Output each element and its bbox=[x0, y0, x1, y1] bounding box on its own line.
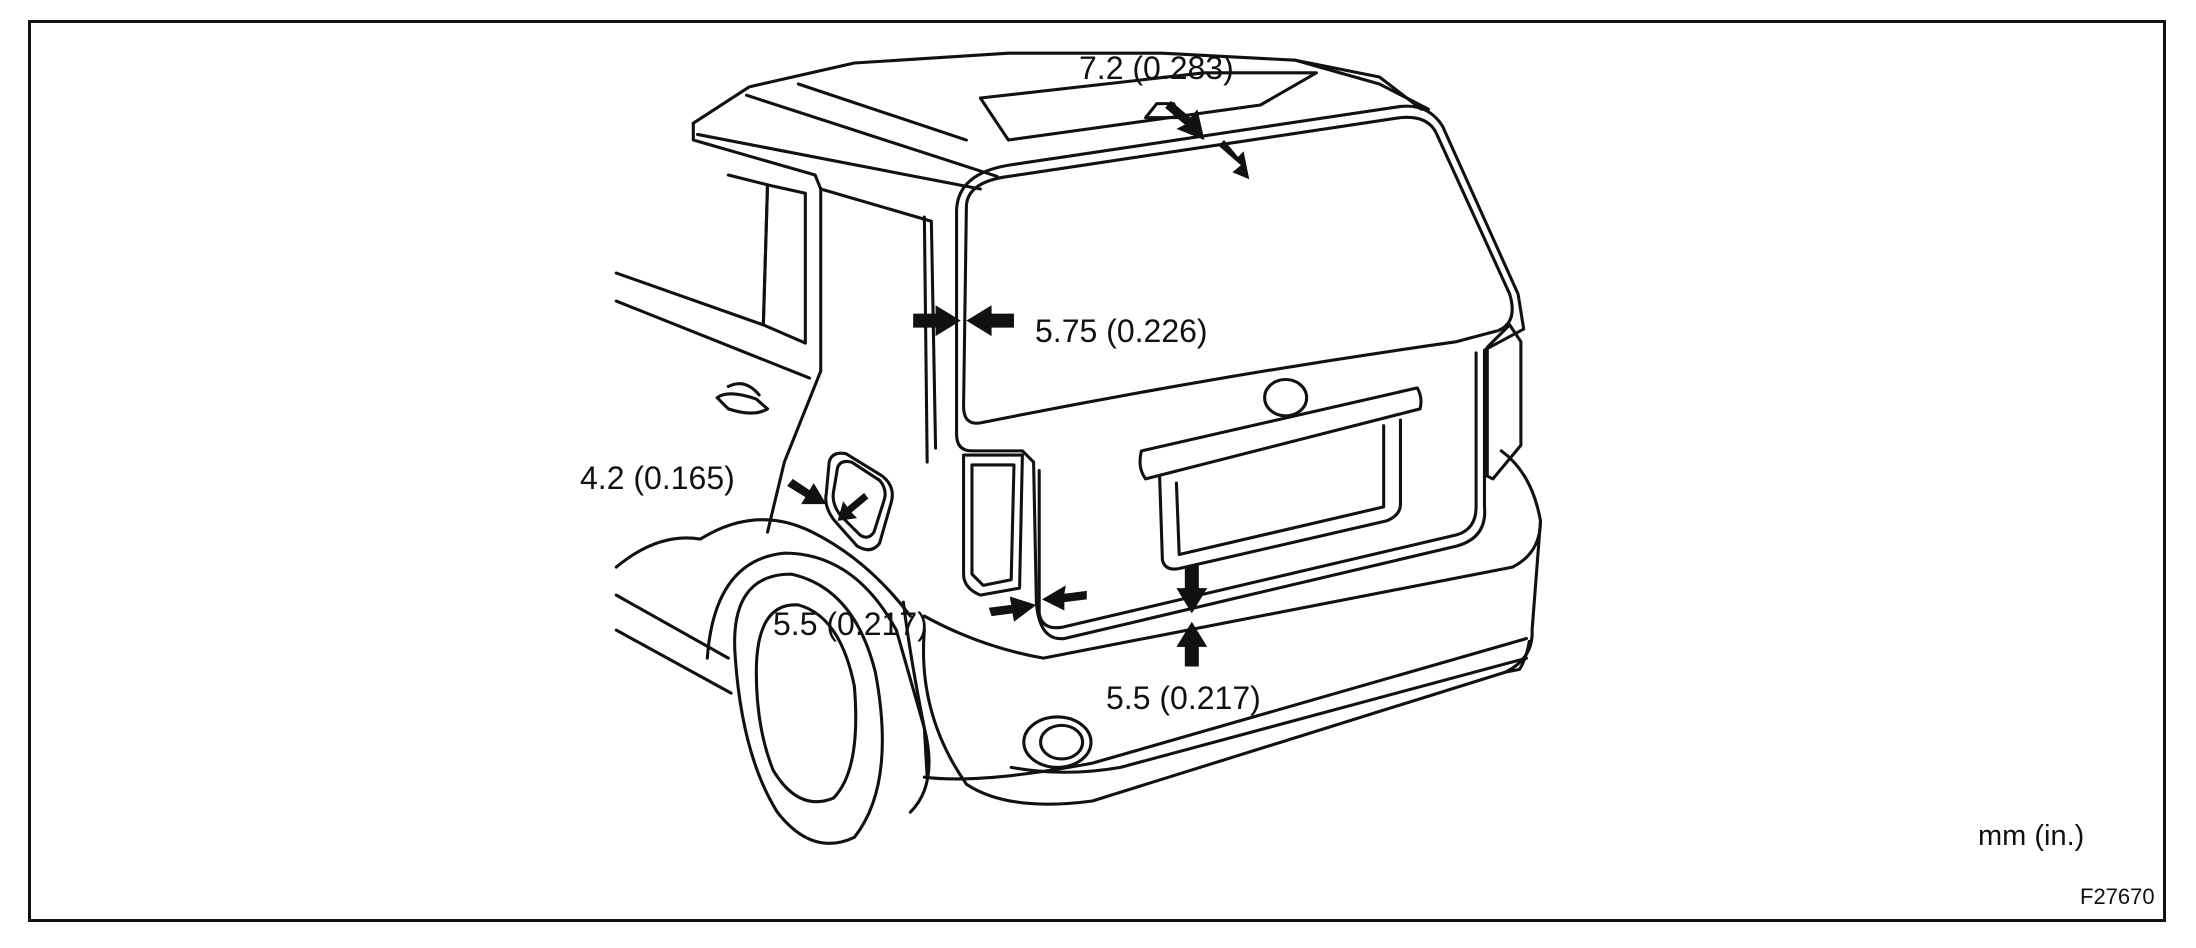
roof-right-rail bbox=[1293, 58, 1431, 111]
arrow-lower-left-inner bbox=[1041, 585, 1087, 611]
sunroof bbox=[978, 71, 1318, 142]
arrow-side-right bbox=[966, 305, 1014, 337]
figure-frame bbox=[28, 20, 2166, 922]
rear-door-window bbox=[614, 173, 770, 327]
dimension-label-top: 7.2 (0.283) bbox=[1079, 50, 1234, 86]
arrow-fuel-outer bbox=[787, 478, 827, 505]
dimension-label-side: 5.75 (0.226) bbox=[1035, 313, 1208, 349]
arrow-fuel-inner bbox=[837, 492, 869, 521]
door-handle bbox=[715, 392, 770, 415]
back-door-glass bbox=[962, 115, 1514, 425]
tire-outer bbox=[733, 572, 884, 845]
rear-emblem bbox=[1263, 377, 1309, 418]
c-pillar bbox=[819, 187, 938, 450]
bumper-chin bbox=[1503, 639, 1531, 674]
license-plate-recess bbox=[1158, 418, 1403, 571]
door-handle-recess bbox=[726, 382, 761, 397]
rear-reflector-inner bbox=[1039, 723, 1085, 761]
dimension-label-fuel-door: 4.2 (0.165) bbox=[580, 460, 735, 496]
units-label: mm (in.) bbox=[1978, 820, 2085, 852]
arrow-lower-left-outer bbox=[988, 596, 1037, 622]
roof-rail-left bbox=[695, 132, 982, 191]
arrow-bottom-lower bbox=[1176, 621, 1208, 667]
dimension-label-lower-left: 5.5 (0.217) bbox=[773, 606, 928, 642]
dimension-label-bottom: 5.5 (0.217) bbox=[1106, 680, 1261, 716]
arrow-side-left bbox=[913, 305, 961, 337]
tail-lamp-left bbox=[962, 453, 1024, 597]
rear-reflector-outer bbox=[1022, 715, 1093, 769]
tire-inner bbox=[754, 603, 858, 804]
tail-lamp-right bbox=[1485, 323, 1523, 481]
door-edge bbox=[765, 369, 823, 534]
arrow-top-outer bbox=[1165, 100, 1205, 141]
bumper-upper bbox=[922, 449, 1543, 660]
c-pillar-inner bbox=[922, 215, 929, 464]
arrow-bottom-upper bbox=[1176, 565, 1208, 614]
fuel-door-outer bbox=[824, 451, 894, 552]
side-lower bbox=[614, 628, 733, 695]
quarter-lower bbox=[901, 600, 929, 779]
license-plate-inner bbox=[1174, 424, 1386, 557]
roof-outline bbox=[691, 51, 1424, 125]
roof-rail-left-inner bbox=[744, 93, 999, 178]
figure-id: F27670 bbox=[2080, 884, 2155, 909]
back-door-outer bbox=[955, 104, 1526, 641]
quarter-panel bbox=[614, 518, 912, 618]
bumper-step bbox=[922, 636, 1529, 781]
fuel-door-inner bbox=[831, 459, 887, 539]
roof-panel-line bbox=[796, 82, 968, 142]
rear-window-side bbox=[761, 183, 807, 345]
wheel-arch bbox=[705, 551, 931, 814]
license-garnish bbox=[1138, 386, 1423, 481]
side-body-outline bbox=[691, 121, 823, 373]
door-belt-line bbox=[614, 299, 812, 380]
tail-lamp-left-inner bbox=[970, 463, 1016, 587]
arrow-top-inner bbox=[1218, 140, 1250, 180]
back-door-inner-line bbox=[1037, 351, 1478, 630]
side-rocker bbox=[614, 593, 730, 660]
bumper-bottom bbox=[1009, 656, 1529, 774]
